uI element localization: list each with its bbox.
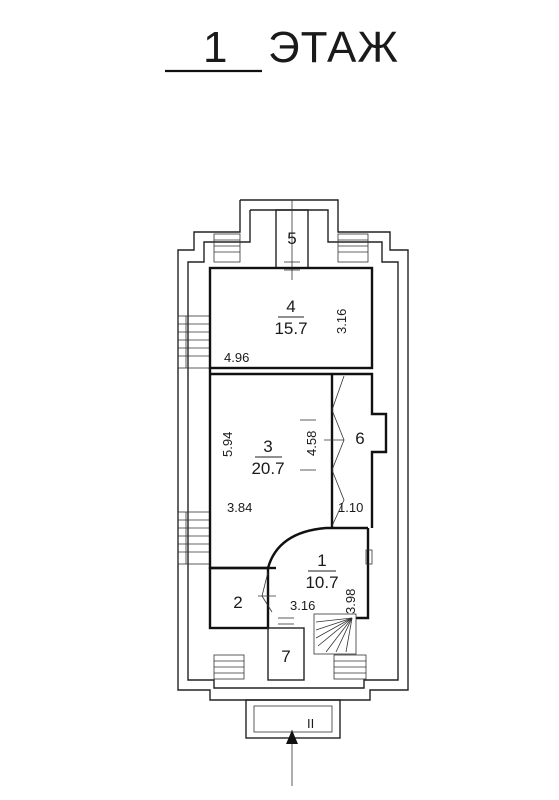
room-3-label: 3 xyxy=(263,437,272,456)
building-outline xyxy=(177,199,409,701)
dim-1-10: 1.10 xyxy=(338,500,363,515)
floor-word: ЭТАЖ xyxy=(268,23,399,72)
room-4: 4 15.7 3.16 4.96 xyxy=(208,266,374,370)
room-3: 3 20.7 5.94 4.58 3.84 xyxy=(208,368,368,570)
room-7-label: 7 xyxy=(281,647,290,666)
spiral-stair xyxy=(313,613,357,655)
room-2: 2 xyxy=(208,566,276,630)
room-1: 1 10.7 3.98 3.16 xyxy=(268,528,373,655)
room-6: 6 1.10 xyxy=(324,372,388,528)
dim-5-94: 5.94 xyxy=(220,432,235,457)
room-7: 7 xyxy=(267,617,305,681)
floor-number: 1 xyxy=(203,23,228,72)
entrance-arrow-icon xyxy=(286,730,298,744)
room-2-label: 2 xyxy=(233,593,242,612)
dim-4-58: 4.58 xyxy=(304,431,319,456)
dim-3-16-top: 3.16 xyxy=(334,309,349,334)
dim-4-96: 4.96 xyxy=(224,350,249,365)
floor-title: 1 ЭТАЖ xyxy=(165,23,399,73)
room-4-area: 15.7 xyxy=(274,319,307,338)
room-4-label: 4 xyxy=(286,297,295,316)
room-5-label: 5 xyxy=(287,229,296,248)
entrance-mark: II xyxy=(307,716,314,731)
entrance: II xyxy=(245,699,341,786)
room-6-label: 6 xyxy=(355,429,364,448)
room-1-area: 10.7 xyxy=(305,573,338,592)
dim-3-84: 3.84 xyxy=(227,500,252,515)
dim-3-98: 3.98 xyxy=(343,589,358,614)
room-1-label: 1 xyxy=(317,551,326,570)
room-3-area: 20.7 xyxy=(251,459,284,478)
dim-3-16-bottom: 3.16 xyxy=(290,598,315,613)
